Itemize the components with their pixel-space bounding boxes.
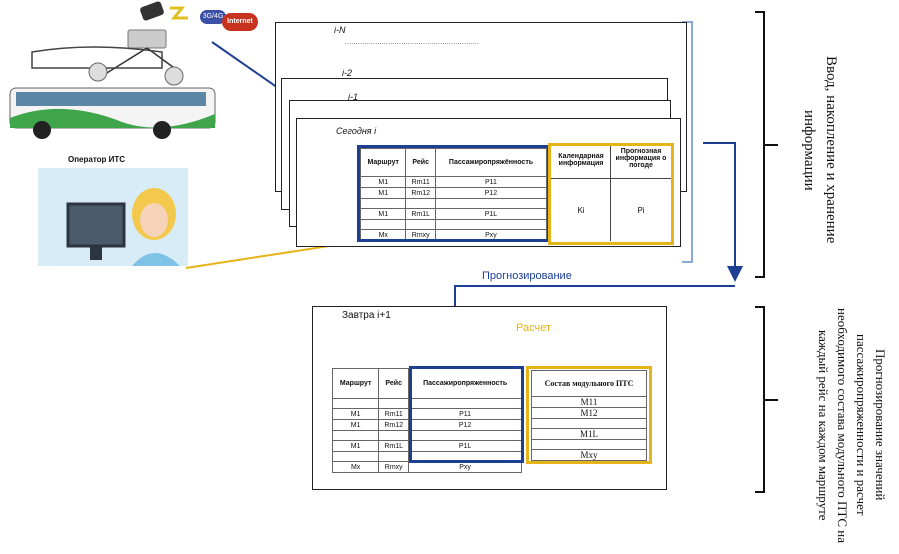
today-extra-frame xyxy=(548,143,674,245)
calendar-header: Календарная информация xyxy=(558,153,604,167)
layer-label-i2: i-2 xyxy=(342,68,353,78)
calendar-value: Ki xyxy=(577,206,585,215)
signal-zigzag-icon xyxy=(170,6,200,20)
tomorrow-title: Завтра i+1 xyxy=(342,310,391,321)
calc-label: Расчет xyxy=(516,322,551,334)
weather-value: Pi xyxy=(637,206,645,215)
table-row: Mxy xyxy=(531,449,647,461)
table-row: M1L xyxy=(531,428,647,440)
side-text-top: Ввод, накопление и хранение информации xyxy=(801,56,839,244)
operator-label: Оператор ИТС xyxy=(68,155,126,164)
bus-illustration xyxy=(2,28,217,140)
table-row: M11 xyxy=(531,396,647,408)
operator-icon xyxy=(66,188,180,266)
weather-header: Прогнозная информация о погоде xyxy=(615,148,667,169)
bottom-bracket xyxy=(755,306,765,493)
network-badge: 3G/4G xyxy=(200,10,226,24)
col-trip: Рейс xyxy=(378,368,410,399)
tomorrow-load-frame xyxy=(409,366,524,463)
composition-header: Состав модульного ПТС xyxy=(531,370,647,397)
composition-table: Состав модульного ПТС M11 M12 M1L Mxy xyxy=(531,370,647,461)
layer-label-i1: i-1 xyxy=(348,92,359,102)
blue-bracket xyxy=(682,21,693,263)
layer-dots: ........................................… xyxy=(345,40,480,46)
table-row-gap xyxy=(531,439,647,450)
today-load-frame xyxy=(357,145,550,242)
top-bracket xyxy=(755,11,765,278)
operator-illustration xyxy=(38,168,188,266)
col-trip: Рейс xyxy=(405,148,436,177)
layer-label-today: Сегодня i xyxy=(336,126,377,136)
table-row-gap xyxy=(531,418,647,429)
table-row: M12 xyxy=(531,407,647,419)
internet-badge: Internet xyxy=(222,13,258,31)
forecast-label: Прогнозирование xyxy=(482,270,572,282)
bus-icon xyxy=(9,29,216,139)
col-route: Маршрут xyxy=(331,368,380,399)
forecast-arrow-right xyxy=(703,142,743,282)
layer-label-iN: i-N xyxy=(334,25,346,35)
side-text-bottom: Прогнозирование значений пассажиропряжен… xyxy=(816,307,888,543)
